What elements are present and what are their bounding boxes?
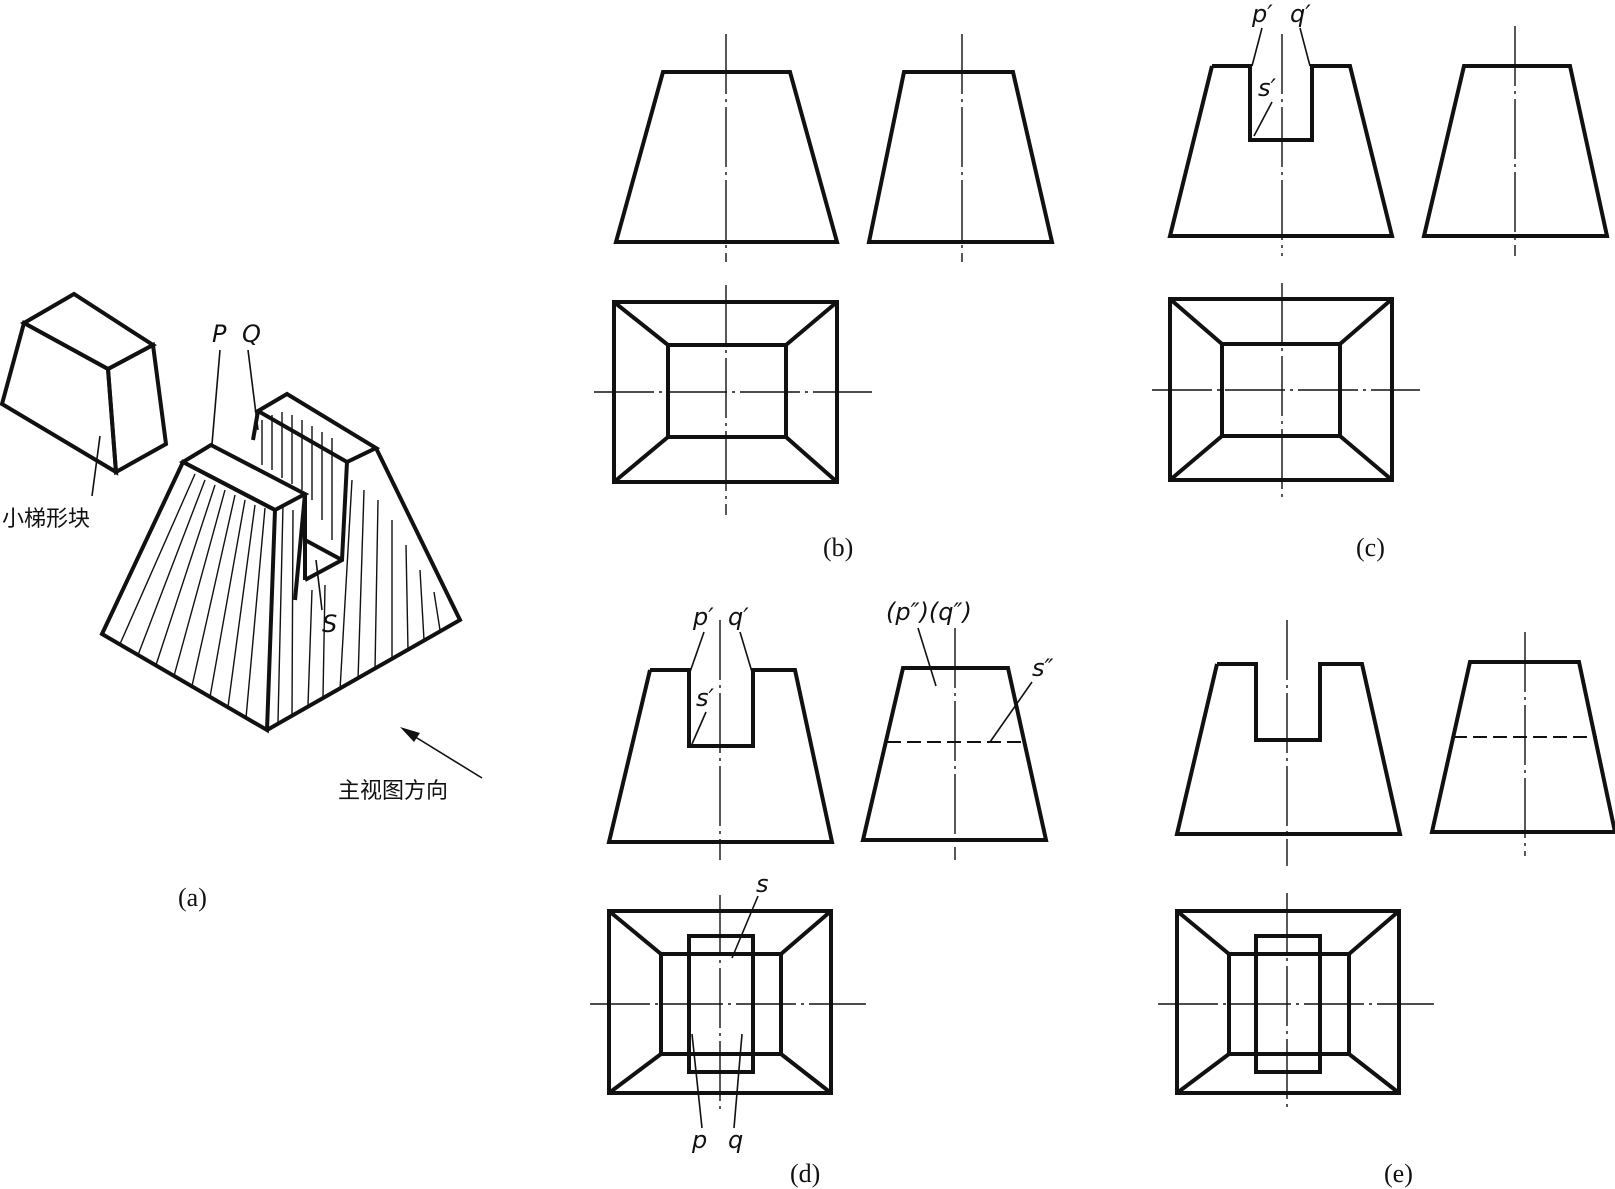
label-c-s-prime: s′ xyxy=(1258,74,1277,102)
label-d-s-double-prime: s″ xyxy=(1032,654,1054,682)
figure-d: p′ q′ s′ (p″)(q″) s″ s p q (d) xyxy=(590,598,1054,1188)
label-d-p-q-double-prime: (p″)(q″) xyxy=(886,598,972,626)
label-S: S xyxy=(322,610,337,638)
front-view-b xyxy=(613,70,840,244)
leader-Q xyxy=(247,349,259,431)
caption-c: (c) xyxy=(1356,533,1385,562)
top-view-e xyxy=(1158,893,1434,1112)
label-d-q-prime: q′ xyxy=(728,603,749,631)
side-view-d xyxy=(860,666,1049,842)
figure-c: p′ q′ s′ (c) xyxy=(1152,0,1610,562)
label-d-s-prime: s′ xyxy=(696,684,715,712)
leader-S xyxy=(315,559,323,611)
front-view-e xyxy=(1174,662,1403,836)
figure-a-isometric: 小梯形块 xyxy=(0,291,483,912)
main-body-iso xyxy=(99,391,463,734)
top-view-d xyxy=(590,895,866,1110)
side-view-b xyxy=(866,70,1055,244)
top-view-b xyxy=(594,285,872,515)
small-block-leader xyxy=(91,435,101,497)
label-d-p-prime: p′ xyxy=(692,603,714,631)
figure-e: (e) xyxy=(1158,620,1615,1188)
front-view-c xyxy=(1167,64,1395,238)
leader-P xyxy=(211,349,221,445)
caption-b: (b) xyxy=(823,533,853,562)
label-P: P xyxy=(212,320,227,348)
caption-a: (a) xyxy=(178,883,207,912)
small-block-label: 小梯形块 xyxy=(2,507,90,532)
label-c-p-prime: p′ xyxy=(1251,0,1273,28)
view-direction-label: 主视图方向 xyxy=(338,779,448,804)
caption-e: (e) xyxy=(1384,1159,1413,1188)
left-face-hatch xyxy=(119,473,266,719)
label-d-p: p xyxy=(691,1126,707,1154)
right-face-hatch xyxy=(277,479,441,723)
label-c-q-prime: q′ xyxy=(1290,0,1311,28)
caption-d: (d) xyxy=(790,1159,820,1188)
view-direction-arrow xyxy=(400,727,483,779)
slot-face-hatch xyxy=(261,412,333,540)
label-d-q: q xyxy=(728,1126,743,1154)
side-view-e xyxy=(1429,660,1615,834)
label-d-s: s xyxy=(756,870,769,898)
label-Q: Q xyxy=(242,320,261,348)
small-trapezoid-block xyxy=(0,291,169,476)
front-view-d xyxy=(606,668,835,844)
figure-b: (b) xyxy=(594,34,1055,562)
top-view-c xyxy=(1152,283,1420,502)
side-view-c xyxy=(1421,64,1610,238)
